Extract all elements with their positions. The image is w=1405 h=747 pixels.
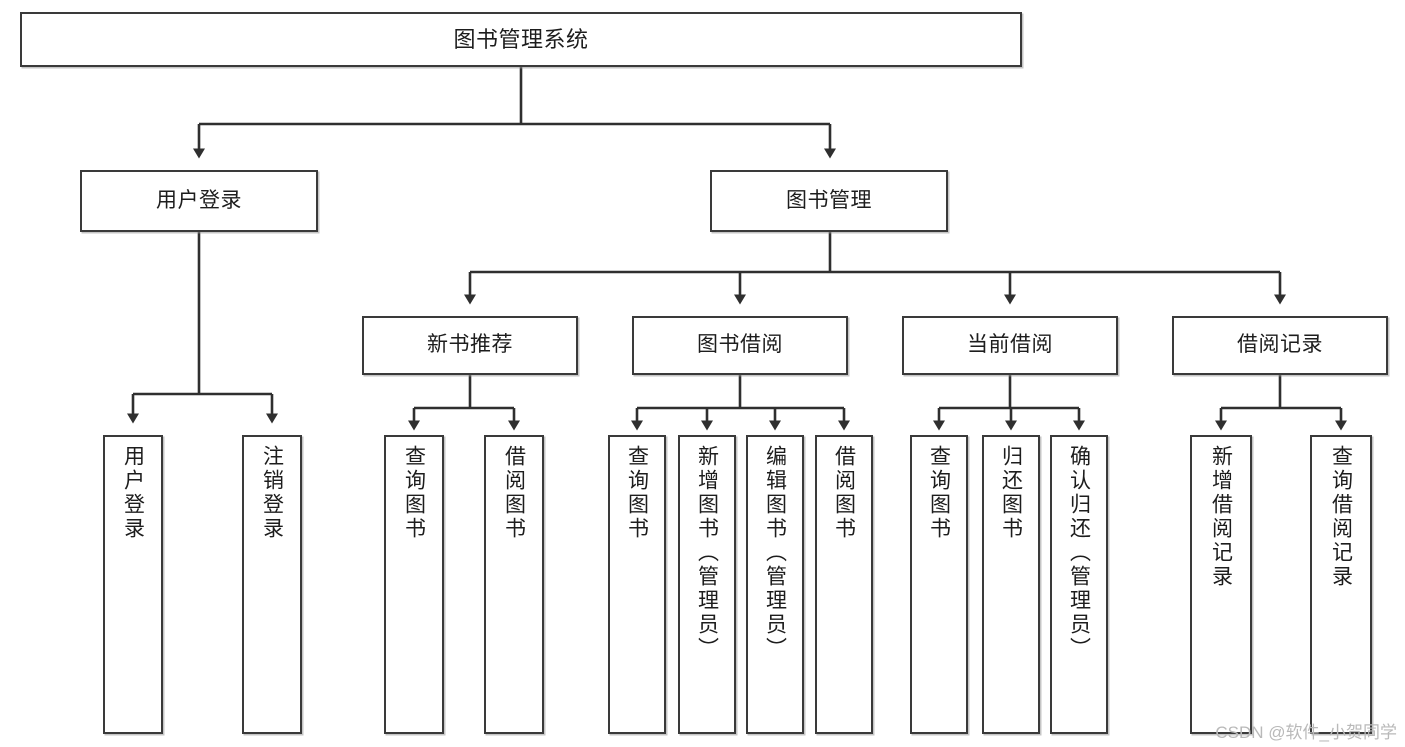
node-current-borrow-label: 当前借阅 — [967, 333, 1053, 357]
node-leaf-edit-book[interactable]: 编辑图书（管理员） — [746, 435, 804, 734]
node-borrow-record[interactable]: 借阅记录 — [1172, 316, 1388, 375]
node-leaf-return-book[interactable]: 归还图书 — [982, 435, 1040, 734]
node-leaf-query-record[interactable]: 查询借阅记录 — [1310, 435, 1372, 734]
node-leaf-add-book[interactable]: 新增图书（管理员） — [678, 435, 736, 734]
node-leaf-add-book-label: 新增图书（管理员） — [695, 445, 719, 661]
node-leaf-borrow-book-recommend-label: 借阅图书 — [502, 445, 526, 541]
node-leaf-logout-label: 注销登录 — [260, 445, 284, 541]
node-borrow-record-label: 借阅记录 — [1237, 333, 1323, 357]
node-leaf-query-book-current-label: 查询图书 — [927, 445, 951, 541]
node-book-management[interactable]: 图书管理 — [710, 170, 948, 232]
node-book-borrow-label: 图书借阅 — [697, 333, 783, 357]
node-leaf-logout[interactable]: 注销登录 — [242, 435, 302, 734]
node-leaf-query-book-borrow[interactable]: 查询图书 — [608, 435, 666, 734]
node-leaf-query-record-label: 查询借阅记录 — [1329, 445, 1353, 589]
node-leaf-borrow-book[interactable]: 借阅图书 — [815, 435, 873, 734]
node-current-borrow[interactable]: 当前借阅 — [902, 316, 1118, 375]
node-root[interactable]: 图书管理系统 — [20, 12, 1022, 67]
node-leaf-query-book-current[interactable]: 查询图书 — [910, 435, 968, 734]
node-leaf-confirm-return-label: 确认归还（管理员） — [1067, 445, 1091, 661]
node-book-management-label: 图书管理 — [786, 188, 872, 212]
node-new-book-recommend-label: 新书推荐 — [427, 333, 513, 357]
node-root-label: 图书管理系统 — [453, 26, 589, 52]
node-leaf-user-login[interactable]: 用户登录 — [103, 435, 163, 734]
node-leaf-return-book-label: 归还图书 — [999, 445, 1023, 541]
node-leaf-borrow-book-label: 借阅图书 — [832, 445, 856, 541]
node-leaf-edit-book-label: 编辑图书（管理员） — [763, 445, 787, 661]
node-leaf-add-record[interactable]: 新增借阅记录 — [1190, 435, 1252, 734]
node-user-login-label: 用户登录 — [156, 188, 242, 212]
node-leaf-query-book-recommend[interactable]: 查询图书 — [384, 435, 444, 734]
node-user-login[interactable]: 用户登录 — [80, 170, 318, 232]
node-leaf-add-record-label: 新增借阅记录 — [1209, 445, 1233, 589]
node-leaf-query-book-recommend-label: 查询图书 — [402, 445, 426, 541]
node-leaf-confirm-return[interactable]: 确认归还（管理员） — [1050, 435, 1108, 734]
node-leaf-borrow-book-recommend[interactable]: 借阅图书 — [484, 435, 544, 734]
watermark: CSDN @软件_小贺同学 — [1215, 723, 1397, 742]
node-new-book-recommend[interactable]: 新书推荐 — [362, 316, 578, 375]
node-leaf-query-book-borrow-label: 查询图书 — [625, 445, 649, 541]
node-leaf-user-login-label: 用户登录 — [121, 445, 145, 541]
node-book-borrow[interactable]: 图书借阅 — [632, 316, 848, 375]
